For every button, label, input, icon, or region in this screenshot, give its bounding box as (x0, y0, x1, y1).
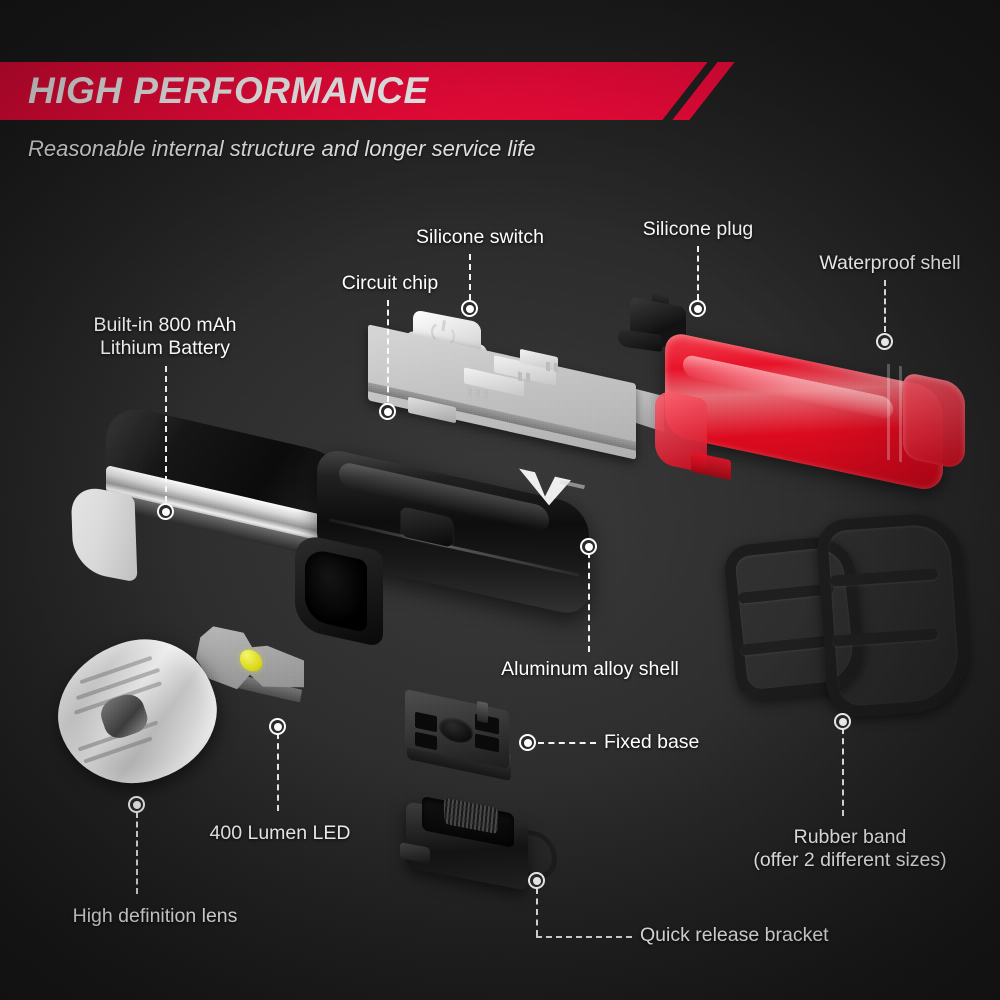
part-aluminum-shell (295, 445, 615, 658)
rubber-band-large (815, 511, 973, 719)
pcb-pin (476, 388, 480, 399)
pcb-pin (546, 361, 550, 372)
callout-dot-circuit-chip (379, 403, 396, 420)
part-hd-lens (39, 620, 235, 804)
shell-foot-tab (691, 451, 731, 481)
pcb-pin (468, 387, 472, 398)
leader-line-waterproof-shell (884, 280, 886, 332)
part-rubber-bands (722, 511, 973, 726)
callout-dot-silicone-plug (689, 300, 706, 317)
pcb-pin (484, 389, 488, 400)
callout-dot-quick-release (528, 872, 545, 889)
callout-label-circuit-chip: Circuit chip (341, 272, 439, 294)
callout-dot-lens (128, 796, 145, 813)
battery-end-cap (70, 483, 138, 583)
callout-label-waterproof-shell: Waterproof shell (819, 252, 961, 274)
leader-line-silicone-switch (469, 254, 471, 300)
header-banner: HIGH PERFORMANCE (0, 62, 700, 120)
callout-dot-aluminum-shell (580, 538, 597, 555)
callout-dot-fixed-base (519, 734, 536, 751)
leader-line-circuit-chip (387, 300, 389, 402)
callout-dot-battery (157, 503, 174, 520)
shell-rib (887, 363, 890, 461)
pcb-pin (526, 372, 530, 383)
brand-logo-icon (515, 466, 589, 516)
callout-label-rubber-band: Rubber band (offer 2 different sizes) (753, 826, 947, 871)
leader-line-battery (165, 366, 167, 502)
pcb-pin (554, 362, 558, 373)
leader-line-quick-release-vertical (536, 888, 538, 936)
callout-label-aluminum-shell: Aluminum alloy shell (501, 658, 679, 680)
callout-label-silicone-plug: Silicone plug (642, 218, 754, 240)
callout-dot-silicone-switch (461, 300, 478, 317)
shell-rib (899, 365, 902, 463)
part-fixed-base (405, 688, 527, 792)
leader-line-aluminum-shell (588, 552, 590, 652)
leader-line-rubber-band (842, 728, 844, 816)
callout-dot-led (269, 718, 286, 735)
callout-label-quick-release: Quick release bracket (640, 924, 829, 946)
callout-label-led: 400 Lumen LED (209, 822, 351, 844)
callout-label-silicone-switch: Silicone switch (416, 226, 544, 248)
callout-label-lens: High definition lens (72, 905, 238, 927)
leader-line-silicone-plug (697, 246, 699, 300)
callout-label-battery: Built-in 800 mAh Lithium Battery (93, 314, 237, 359)
page-subtitle: Reasonable internal structure and longer… (28, 136, 536, 161)
callout-label-fixed-base: Fixed base (604, 731, 700, 753)
leader-line-led (277, 733, 279, 811)
leader-line-fixed-base (538, 742, 596, 744)
pcb-pin (518, 371, 522, 382)
part-waterproof-shell (655, 330, 965, 510)
leader-line-lens (136, 812, 138, 894)
leader-line-quick-release-horizontal (536, 936, 632, 938)
callout-dot-waterproof-shell (876, 333, 893, 350)
page-title: HIGH PERFORMANCE (28, 70, 429, 111)
callout-dot-rubber-band (834, 713, 851, 730)
fixed-base-post (477, 700, 488, 724)
shell-end-cap (903, 371, 965, 471)
part-circuit-chip (368, 324, 664, 460)
